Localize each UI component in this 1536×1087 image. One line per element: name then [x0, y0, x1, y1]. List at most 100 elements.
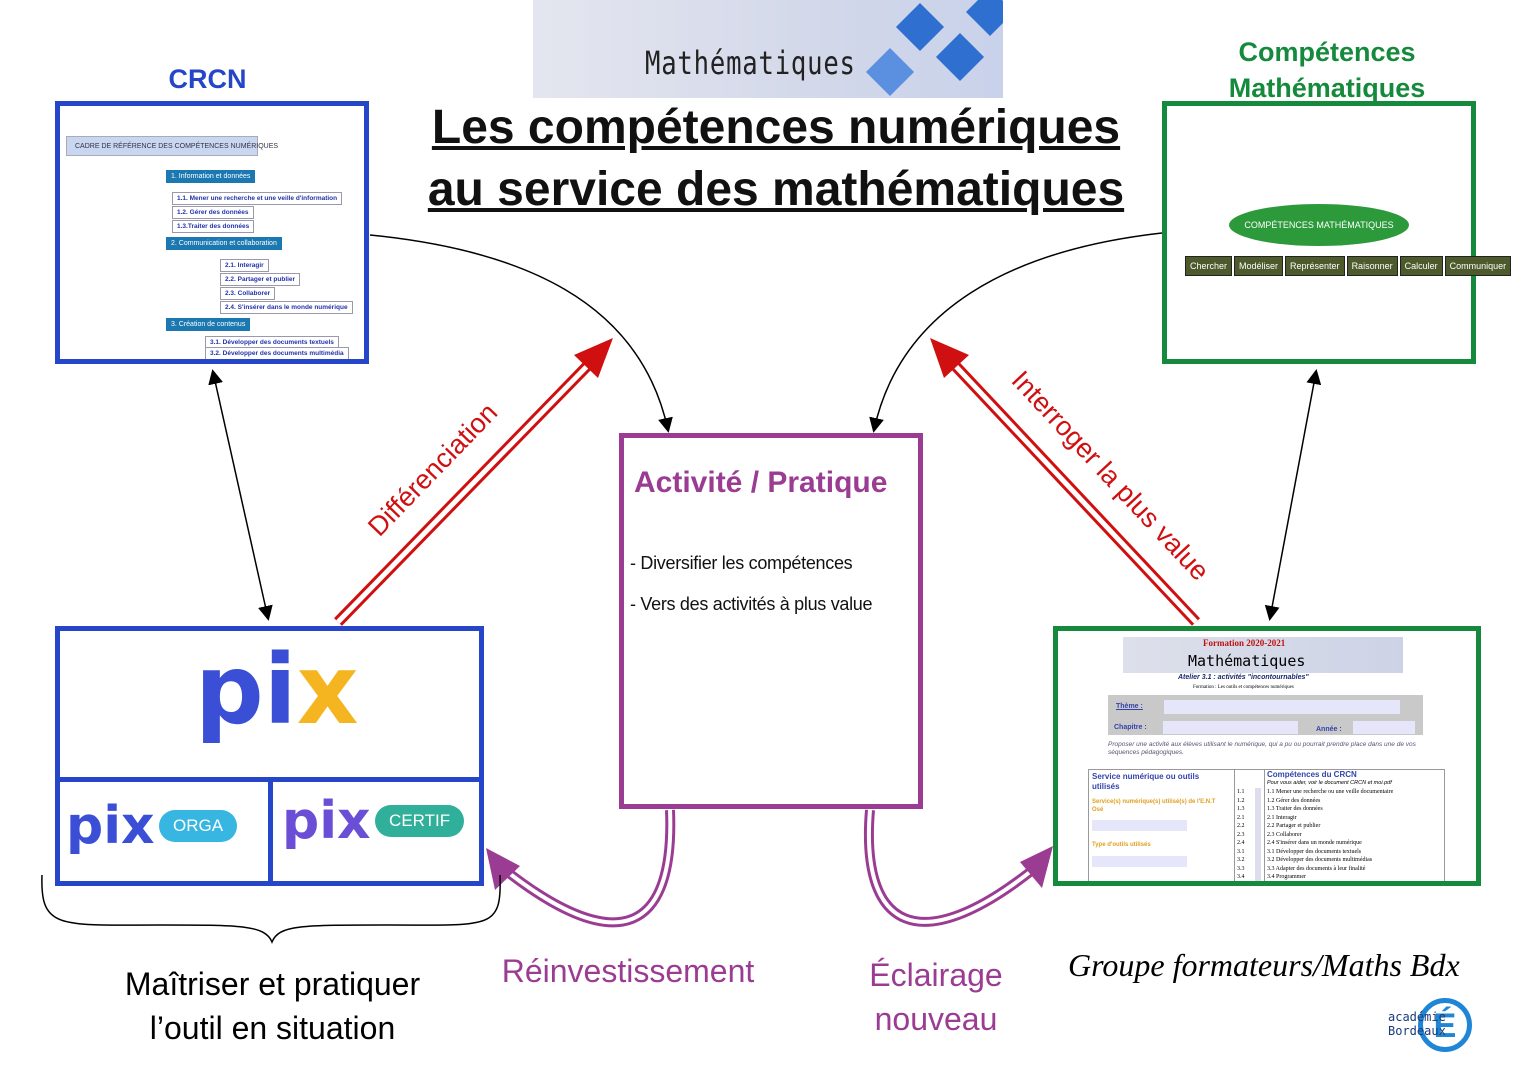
- crcn-checkbox-row[interactable]: 1.2: [1237, 796, 1261, 805]
- crcn-box: CADRE DE RÉFÉRENCE DES COMPÉTENCES NUMÉR…: [55, 101, 369, 364]
- chapitre-input[interactable]: [1163, 721, 1298, 734]
- maitriser-line2: l’outil en situation: [149, 1010, 396, 1046]
- crcn-item: 2.1. Interagir: [220, 259, 269, 272]
- competence-item: Raisonner: [1346, 256, 1398, 276]
- crcn-item: 2.4. S'insérer dans le monde numérique: [220, 301, 353, 314]
- crcn-checkbox-row[interactable]: 3.3: [1237, 864, 1261, 873]
- pix-certif-logo: pix CERTIF: [282, 791, 465, 851]
- crcn-label: CRCN: [168, 64, 247, 94]
- competences-label-line1: Compétences: [1238, 37, 1416, 67]
- reinvestissement-arrow: [486, 809, 676, 928]
- theme-label: Thème :: [1116, 703, 1143, 710]
- competences-form-arrow: [1264, 369, 1322, 621]
- form-intro: Proposer une activité aux élèves utilisa…: [1108, 741, 1416, 756]
- crcn-form-item: 1.3 Traiter des données: [1267, 806, 1323, 812]
- crcn-checkbox-row[interactable]: 3.1: [1237, 847, 1261, 856]
- crcn-checkbox-row[interactable]: 3.2: [1237, 856, 1261, 865]
- crcn-item: 2.2. Partager et publier: [220, 273, 301, 286]
- crcn-category: 3. Création de contenus: [166, 318, 251, 331]
- crcn-checkbox-row[interactable]: 2.4: [1237, 839, 1261, 848]
- academie-logo-letter: É: [1418, 998, 1472, 1052]
- crcn-pix-arrow: [208, 369, 273, 621]
- crcn-form-item: 2.3 Collaborer: [1267, 831, 1302, 838]
- credit-text: Groupe formateurs/Maths Bdx: [1068, 947, 1460, 983]
- crcn-form-item: 3.3 Adapter des documents à leur finalit…: [1267, 865, 1366, 872]
- activite-bullet: - Vers des activités à plus value: [630, 594, 873, 614]
- crcn-form-help: Pour vous aider, voir le document CRCN e…: [1267, 780, 1392, 786]
- mathematiques-banner: Mathématiques: [533, 0, 1003, 98]
- form-atelier: Atelier 3.1 : activités "incontournables…: [1178, 674, 1309, 681]
- competence-item: Calculer: [1399, 256, 1443, 276]
- pix-box: pix pix ORGA pix CERTIF: [55, 626, 484, 886]
- form-formation: Formation 2020-2021: [1203, 638, 1286, 648]
- competences-box: COMPÉTENCES MATHÉMATIQUES Chercher Modél…: [1162, 101, 1512, 364]
- form-box: Formation 2020-2021 Mathématiques Atelie…: [1053, 626, 1481, 886]
- pix-orga-logo: pix ORGA: [66, 796, 238, 856]
- crcn-item: 1.1. Mener une recherche et une veille d…: [172, 192, 343, 205]
- crcn-item: 2.3. Collaborer: [220, 287, 276, 300]
- crcn-heading: CADRE DE RÉFÉRENCE DES COMPÉTENCES NUMÉR…: [66, 136, 278, 156]
- competence-item: Chercher: [1185, 256, 1233, 276]
- type-outils-select[interactable]: [1092, 856, 1187, 867]
- crcn-checkbox-row[interactable]: 2.2: [1237, 822, 1261, 831]
- crcn-checkbox-row[interactable]: 3.4: [1237, 873, 1261, 881]
- competences-label: Compétences Mathématiques: [1180, 34, 1474, 106]
- form-banner: Formation 2020-2021 Mathématiques: [1123, 637, 1403, 673]
- crcn-checkbox-row[interactable]: 1.3: [1237, 805, 1261, 814]
- crcn-item: 1.3.Traiter des données: [172, 220, 255, 233]
- competences-row: Chercher Modéliser Représenter Raisonner…: [1185, 256, 1512, 276]
- form-table: Service numérique ou outils utilisés Ser…: [1088, 769, 1445, 881]
- crcn-form-item: 1.1 Mener une recherche ou une veille do…: [1267, 789, 1394, 795]
- activite-title: Activité / Pratique: [634, 466, 888, 499]
- crcn-form-item: 2.4 S'insérer dans un monde numérique: [1267, 840, 1362, 846]
- crcn-category: 1. Information et données: [166, 170, 256, 183]
- banner-text: Mathématiques: [645, 44, 856, 82]
- reinvestissement-label: Réinvestissement: [501, 953, 755, 989]
- crcn-form-item: 2.1 Interagir: [1267, 814, 1297, 821]
- crcn-item: 1.2. Gérer des données: [172, 206, 254, 219]
- activite-box: Activité / Pratique - Diversifier les co…: [619, 433, 923, 809]
- form-subtitle: Formation : Les outils et compétences nu…: [1193, 685, 1294, 690]
- form-banner-text: Mathématiques: [1188, 652, 1306, 670]
- service-title: Service numérique ou outils utilisés: [1092, 772, 1200, 791]
- pix-orga-pill: ORGA: [159, 810, 238, 842]
- crcn-item: 3.2. Développer des documents multimédia: [205, 347, 349, 359]
- maitriser-text: Maîtriser et pratiquer l’outil en situat…: [60, 962, 485, 1050]
- annee-select[interactable]: [1353, 721, 1415, 734]
- crcn-checkbox-row[interactable]: 1.1: [1237, 788, 1261, 797]
- crcn-category: 2. Communication et collaboration: [166, 237, 282, 250]
- logo-line2: Bordeaux: [1388, 1024, 1446, 1038]
- service-ent: Service(s) numérique(s) utilisé(s) de l'…: [1092, 799, 1216, 813]
- competences-label-line2: Mathématiques: [1228, 73, 1426, 103]
- differenciation-arrow: [334, 338, 613, 626]
- crcn-form-item: 3.2 Développer des documents multimédias: [1267, 857, 1373, 863]
- crcn-checkbox-row[interactable]: 2.3: [1237, 830, 1261, 839]
- activite-bullet: - Diversifier les compétences: [630, 553, 853, 573]
- crcn-form-title: Compétences du CRCN: [1267, 770, 1357, 779]
- page-title-line2: au service des mathématiques: [427, 163, 1125, 216]
- page-title-line1: Les compétences numériques: [431, 101, 1121, 154]
- theme-select[interactable]: [1164, 700, 1400, 714]
- eclairage-arrow: [864, 809, 1053, 927]
- crcn-form-item: 3.4 Programmer: [1267, 874, 1306, 880]
- plus-value-arrow: [930, 338, 1201, 626]
- crcn-checkbox-row[interactable]: 2.1: [1237, 813, 1261, 822]
- logo-line1: académie: [1388, 1010, 1446, 1024]
- annee-label: Année :: [1316, 726, 1342, 733]
- competences-to-activite-arrow: [869, 232, 1163, 433]
- competence-item: Représenter: [1285, 256, 1345, 276]
- competences-center: COMPÉTENCES MATHÉMATIQUES: [1229, 204, 1409, 246]
- competence-item: Communiquer: [1444, 256, 1512, 276]
- service-select[interactable]: [1092, 820, 1187, 831]
- crcn-to-activite-arrow: [369, 234, 673, 433]
- academie-logo: É académie Bordeaux: [1388, 990, 1478, 1054]
- eclairage-label: Éclairage nouveau: [830, 953, 1042, 1041]
- curly-brace: [41, 874, 501, 944]
- crcn-form-item: 1.2 Gérer des données: [1267, 797, 1321, 804]
- eclairage-line1: Éclairage: [869, 957, 1003, 993]
- crcn-form-item: 3.1 Développer des documents textuels: [1267, 848, 1362, 855]
- eclairage-line2: nouveau: [874, 1001, 998, 1037]
- pix-certif-pill: CERTIF: [375, 805, 465, 837]
